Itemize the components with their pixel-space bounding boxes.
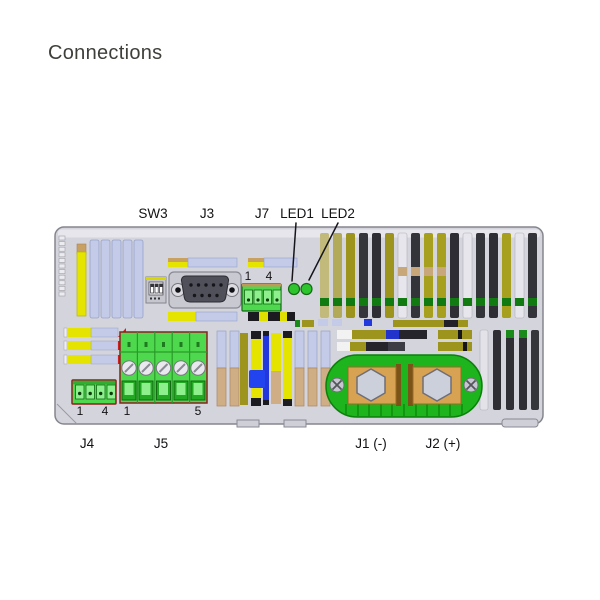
pin-number-j7-last: 4 [266,269,273,283]
label-j7: J7 [255,206,269,221]
j5-screws [121,360,206,376]
terminal-block-j4: 1 4 [71,379,117,418]
page-title: Connections [48,42,163,64]
foot-tab [236,419,260,428]
vent-grille-left [58,235,144,319]
foot-tab [501,418,539,428]
busbar-screw-right [463,377,479,393]
label-j2-positive: J2 (+) [426,436,461,451]
led2-indicator [300,282,313,296]
led1-indicator [287,282,301,296]
signal-bars-top [168,257,298,322]
db9-dsub-face [180,275,230,303]
status-leds [287,282,313,296]
db9-connector-j3 [168,271,242,309]
pin-number-j4-last: 4 [102,404,109,418]
dip-switch-sw3 [145,276,167,304]
leader-line-led2 [308,222,339,281]
vent-grille-bottom-middle [216,330,331,407]
internal-misc-row [295,319,468,327]
terminal-block-j7: 1 4 [241,269,282,312]
internal-rows-right [337,330,472,351]
pin-number-j7-first: 1 [245,269,252,283]
pin-number-j5-last: 5 [195,404,202,418]
terminal-block-j5: 1 5 [119,331,208,418]
label-j5: J5 [154,436,168,451]
label-led2: LED2 [321,206,355,221]
label-j3: J3 [200,206,214,221]
hex-nut-j2 [422,368,452,402]
vent-grille-right-top [320,232,537,319]
pin-number-j4-first: 1 [77,404,84,418]
pin-number-j5-first: 1 [124,404,131,418]
label-sw3: SW3 [138,206,167,221]
dc-busbar [325,354,483,418]
fuse-bars-left [63,327,126,365]
label-j1-negative: J1 (-) [355,436,387,451]
j5-wire-sockets [121,380,206,401]
label-led1: LED1 [280,206,314,221]
foot-tab [283,419,307,428]
leader-lines [291,222,339,282]
label-j4: J4 [80,436,95,451]
busbar-screw-left [329,377,345,393]
leader-line-led1 [291,222,297,282]
vent-grille-bottom-right [479,329,539,411]
hex-nut-j1 [356,368,386,402]
